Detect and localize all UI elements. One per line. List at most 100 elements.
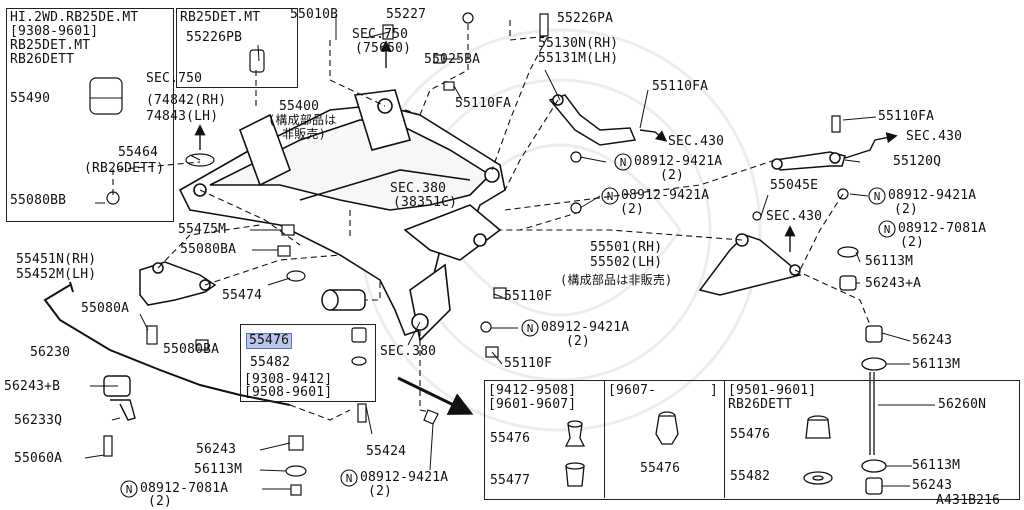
part-label-55110fa[interactable]: 55110FA	[652, 79, 709, 94]
part-label-55110f[interactable]: 55110F	[504, 289, 553, 304]
part-label-08912-9421a[interactable]: 08912-9421A	[621, 188, 710, 203]
section-ref-38351c: (38351C)	[393, 195, 458, 210]
part-label-08912-7081a[interactable]: 08912-7081A	[898, 221, 987, 236]
part-label-56230[interactable]: 56230	[30, 345, 71, 360]
section-ref-380[interactable]: SEC.380	[380, 344, 437, 359]
not-sold-note: 非販売)	[282, 127, 327, 141]
rb25det-box	[176, 8, 298, 88]
part-label-55045e[interactable]: 55045E	[770, 178, 819, 193]
part-label-55474[interactable]: 55474	[222, 288, 263, 303]
arrows	[194, 40, 898, 415]
upper-link-drawing	[548, 94, 846, 171]
part-label-55110fa[interactable]: 55110FA	[455, 96, 512, 111]
part-label-55060a[interactable]: 55060A	[14, 451, 63, 466]
part-label-55482[interactable]: 55482	[730, 469, 771, 484]
part-label-55227[interactable]: 55227	[386, 7, 427, 22]
stabilizer-bar-drawing	[43, 281, 291, 406]
variant-col1-date: [9412-9508]	[488, 383, 577, 398]
part-label-55110f[interactable]: 55110F	[504, 356, 553, 371]
part-label-56113m[interactable]: 56113M	[194, 462, 243, 477]
variant-line: RB26DETT	[10, 52, 75, 67]
part-label-55400[interactable]: 55400	[279, 99, 320, 114]
svg-text:N: N	[346, 472, 353, 485]
section-ref-430[interactable]: SEC.430	[906, 129, 963, 144]
part-label-55226pa[interactable]: 55226PA	[557, 11, 614, 26]
section-ref-750[interactable]: SEC.750	[352, 27, 409, 42]
part-label-55130n[interactable]: 55130N(RH)	[538, 36, 619, 51]
part-label-55476[interactable]: 55476	[640, 461, 681, 476]
part-label-56243a[interactable]: 56243+A	[865, 276, 922, 291]
part-label-55477[interactable]: 55477	[490, 473, 531, 488]
part-label-56113m[interactable]: 56113M	[912, 458, 961, 473]
quantity-label: (2)	[566, 334, 591, 349]
variant-line: [9308-9601]	[10, 24, 99, 39]
part-label-55080ba[interactable]: 55080BA	[163, 342, 220, 357]
part-label-08912-9421a[interactable]: 08912-9421A	[541, 320, 630, 335]
section-ref-430[interactable]: SEC.430	[766, 209, 823, 224]
bushing-drawing	[103, 375, 136, 421]
section-ref-75650: (75650)	[355, 41, 412, 56]
part-label-55476[interactable]: 55476	[490, 431, 531, 446]
part-label-55025ba[interactable]: 55025BA	[424, 52, 481, 67]
variant-part-icons	[564, 411, 833, 487]
part-label-56260n[interactable]: 56260N	[938, 397, 987, 412]
section-ref-750[interactable]: SEC.750	[146, 71, 203, 86]
leader-lines	[84, 15, 935, 490]
part-label-56243b[interactable]: 56243+B	[4, 379, 61, 394]
rear-link-drawing	[139, 261, 217, 306]
part-label-55120q[interactable]: 55120Q	[893, 154, 942, 169]
svg-text:N: N	[884, 223, 891, 236]
part-label-55501[interactable]: 55501(RH)	[590, 240, 663, 255]
part-label-55490[interactable]: 55490	[10, 91, 51, 106]
variant-col3-date: [9501-9601]	[728, 383, 817, 398]
part-label-55451n[interactable]: 55451N(RH)	[16, 252, 97, 267]
part-label-55476-highlighted[interactable]: 55476	[245, 333, 293, 349]
variant-col1-date: [9601-9607]	[488, 397, 577, 412]
part-label-55476[interactable]: 55476	[730, 427, 771, 442]
not-sold-note: (構成部品は非販売)	[560, 273, 673, 287]
engine-note: (RB26DETT)	[84, 161, 165, 176]
part-label-08912-9421a[interactable]: 08912-9421A	[888, 188, 977, 203]
part-label-55424[interactable]: 55424	[366, 444, 407, 459]
part-label-56113m[interactable]: 56113M	[865, 254, 914, 269]
n-symbol-letters: N N N N N N N	[126, 156, 891, 496]
part-label-56113m[interactable]: 56113M	[912, 357, 961, 372]
section-ref-74842: (74842(RH)	[146, 93, 227, 108]
part-label-55010b[interactable]: 55010B	[290, 7, 339, 22]
variant-col2-date: [9607-	[608, 383, 657, 398]
part-label-56243[interactable]: 56243	[912, 478, 953, 493]
part-label-55110fa[interactable]: 55110FA	[878, 109, 935, 124]
part-label-56243[interactable]: 56243	[912, 333, 953, 348]
variant-line: RB25DET.MT	[10, 38, 91, 53]
part-label-55502[interactable]: 55502(LH)	[590, 255, 663, 270]
part-label-55464[interactable]: 55464	[118, 145, 159, 160]
quantity-label: (2)	[148, 494, 173, 509]
quantity-label: (2)	[894, 202, 919, 217]
variant-col3-engine: RB26DETT	[728, 397, 793, 412]
insert-box	[240, 324, 376, 402]
part-label-08912-7081a[interactable]: 08912-7081A	[140, 481, 229, 496]
quantity-label: (2)	[660, 168, 685, 183]
part-label-08912-9421a[interactable]: 08912-9421A	[634, 154, 723, 169]
part-label-55482[interactable]: 55482	[250, 355, 291, 370]
part-label-08912-9421a[interactable]: 08912-9421A	[360, 470, 449, 485]
part-label-55080a[interactable]: 55080A	[81, 301, 130, 316]
part-label-56233q[interactable]: 56233Q	[14, 413, 63, 428]
lower-arm-drawing	[698, 233, 802, 296]
insert-box-date: [9508-9601]	[244, 385, 333, 400]
part-label-55452m[interactable]: 55452M(LH)	[16, 267, 97, 282]
dashed-leaders	[112, 20, 871, 421]
part-label-55080ba[interactable]: 55080BA	[180, 242, 237, 257]
part-label-55080bb[interactable]: 55080BB	[10, 193, 67, 208]
part-label-55475m[interactable]: 55475M	[178, 222, 227, 237]
variant-table	[484, 380, 1020, 500]
part-label-56243[interactable]: 56243	[196, 442, 237, 457]
part-label-55131m[interactable]: 55131M(LH)	[538, 51, 619, 66]
not-sold-note: (構成部品は	[268, 113, 337, 127]
diagram-id: A431B216	[936, 493, 1001, 508]
section-ref-380[interactable]: SEC.380	[390, 181, 447, 196]
insert-box-date: [9308-9412]	[244, 372, 333, 387]
part-label-55226pb[interactable]: 55226PB	[186, 30, 243, 45]
section-ref-430[interactable]: SEC.430	[668, 134, 725, 149]
